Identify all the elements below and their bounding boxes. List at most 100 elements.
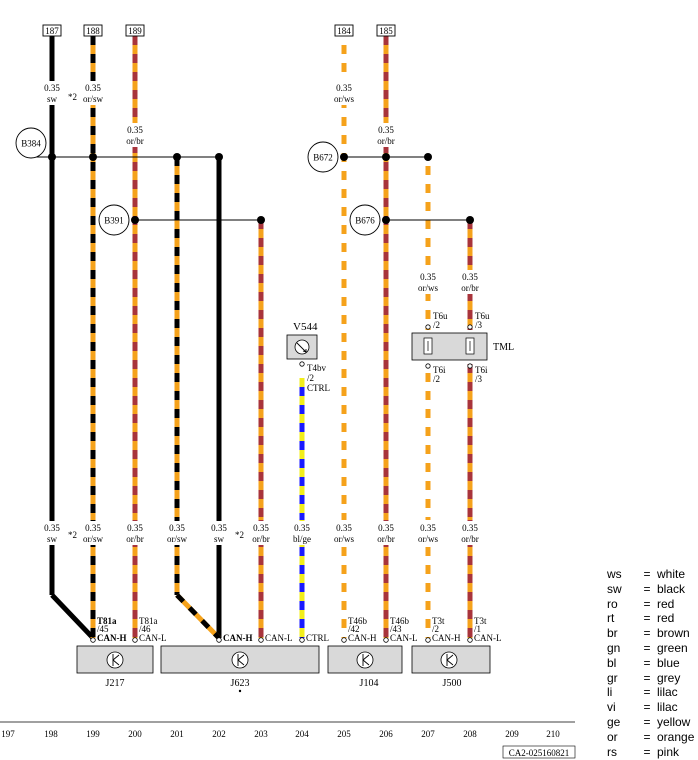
- ref-number: 189: [128, 26, 142, 36]
- wire-size: 0.35: [85, 83, 101, 93]
- pin-dot: [216, 637, 222, 643]
- wire-label-bg: [414, 521, 442, 545]
- column-number: 199: [86, 729, 100, 739]
- legend-name: yellow: [657, 714, 691, 729]
- ref-number-box: [83, 24, 103, 37]
- splice-node: [48, 153, 56, 161]
- legend-row: or=orange: [607, 730, 695, 745]
- wire-label-bg: [38, 81, 66, 105]
- tml-pin-label: T6i: [433, 365, 446, 375]
- column-number: 206: [379, 729, 393, 739]
- pin-number: /1: [474, 624, 481, 634]
- column-number: 203: [254, 729, 268, 739]
- ref-number: 184: [337, 26, 351, 36]
- wire-size: 0.35: [420, 272, 436, 282]
- pin-dot: [299, 637, 305, 643]
- column-number: 198: [44, 729, 58, 739]
- wire-177-diagonal-base: [175, 593, 221, 640]
- doc-reference: CA2-025160821: [509, 748, 570, 758]
- pin-dot: [341, 637, 347, 643]
- legend-name: lilac: [657, 700, 678, 715]
- ref-number: 187: [45, 26, 59, 36]
- legend-name: orange: [657, 729, 695, 744]
- splice-node: [382, 153, 390, 161]
- splice-node: [466, 216, 474, 224]
- motor-icon: [294, 339, 310, 355]
- splice-node: [424, 153, 432, 161]
- column-number: 200: [128, 729, 142, 739]
- wire-size: 0.35: [336, 83, 352, 93]
- wire-labels: 0.35sw0.35or/sw0.35or/br0.35or/ws0.35or/…: [38, 81, 484, 545]
- control-unit-icon-arm: [237, 654, 245, 661]
- v544-pin-dot: [299, 361, 305, 367]
- legend-equals: =: [643, 729, 651, 744]
- wire-size: 0.35: [378, 523, 394, 533]
- wire-size: 0.35: [44, 83, 60, 93]
- pin-signal: CAN-H: [348, 633, 377, 643]
- legend-name: red: [657, 596, 675, 611]
- legend-equals: =: [643, 567, 651, 581]
- wire-size: 0.35: [169, 523, 185, 533]
- pin-number: /45: [97, 624, 109, 634]
- wire-color: or/br: [461, 534, 479, 544]
- pin-signal: CAN-H: [223, 633, 253, 643]
- wire-size: 0.35: [336, 523, 352, 533]
- control-unit-icon-arm: [446, 659, 454, 666]
- wire-label-bg: [330, 521, 358, 545]
- legend-code: rs: [607, 744, 617, 759]
- column-number: 201: [170, 729, 184, 739]
- wire-size: 0.35: [462, 523, 478, 533]
- pin-number: /43: [390, 624, 402, 634]
- legend-row: bl=blue: [607, 656, 695, 671]
- column-number: 208: [463, 729, 477, 739]
- column-number: 197: [1, 729, 15, 739]
- legend-equals: =: [643, 685, 651, 700]
- legend-code: gr: [607, 670, 618, 685]
- legend-row: vi=lilac: [607, 700, 695, 715]
- ref-number-box: [334, 24, 354, 37]
- legend-code: ws: [607, 567, 622, 581]
- pin-dot: [90, 637, 96, 643]
- splice-node: [340, 153, 348, 161]
- wire-color: or/sw: [167, 534, 188, 544]
- wire-color: or/br: [461, 283, 479, 293]
- wire-label-bg: [247, 521, 275, 545]
- column-number: 202: [212, 729, 226, 739]
- control-unit-icon-ring: [356, 651, 374, 669]
- wire-size: 0.35: [44, 523, 60, 533]
- component-name: J104: [360, 678, 379, 689]
- tml-name: TML: [493, 342, 514, 353]
- v544-signal: CTRL: [307, 383, 330, 393]
- wire-label-bg: [456, 521, 484, 545]
- wire-size: 0.35: [211, 523, 227, 533]
- pin-label: T81a: [139, 616, 158, 626]
- tml-pin-num: /2: [433, 374, 440, 384]
- legend-row: ge=yellow: [607, 715, 695, 730]
- splice-label: B672: [313, 153, 333, 163]
- splice-label: B384: [21, 139, 41, 149]
- wire-label-bg: [330, 81, 358, 105]
- legend-row: li=lilac: [607, 685, 695, 700]
- pin-signal: CAN-H: [97, 633, 127, 643]
- wire-label-bg: [163, 521, 191, 545]
- legend-equals: =: [643, 640, 651, 655]
- column-number: 207: [421, 729, 435, 739]
- tml-pin-num: /3: [475, 374, 483, 384]
- legend-code: sw: [607, 581, 622, 596]
- control-unit-icon-ring: [440, 651, 458, 669]
- wire-label-bg: [288, 521, 316, 545]
- wire-color: sw: [214, 534, 225, 544]
- splice-node: [215, 153, 223, 161]
- pin-number: /2: [432, 624, 439, 634]
- legend-equals: =: [643, 655, 651, 670]
- component-name: J500: [443, 678, 462, 689]
- wire-color: or/ws: [334, 94, 354, 104]
- legend-equals: =: [643, 581, 651, 596]
- wire-size: 0.35: [85, 523, 101, 533]
- splice-node: [131, 216, 139, 224]
- pin-label: T81a: [97, 616, 117, 626]
- wire-label-bg: [121, 123, 149, 147]
